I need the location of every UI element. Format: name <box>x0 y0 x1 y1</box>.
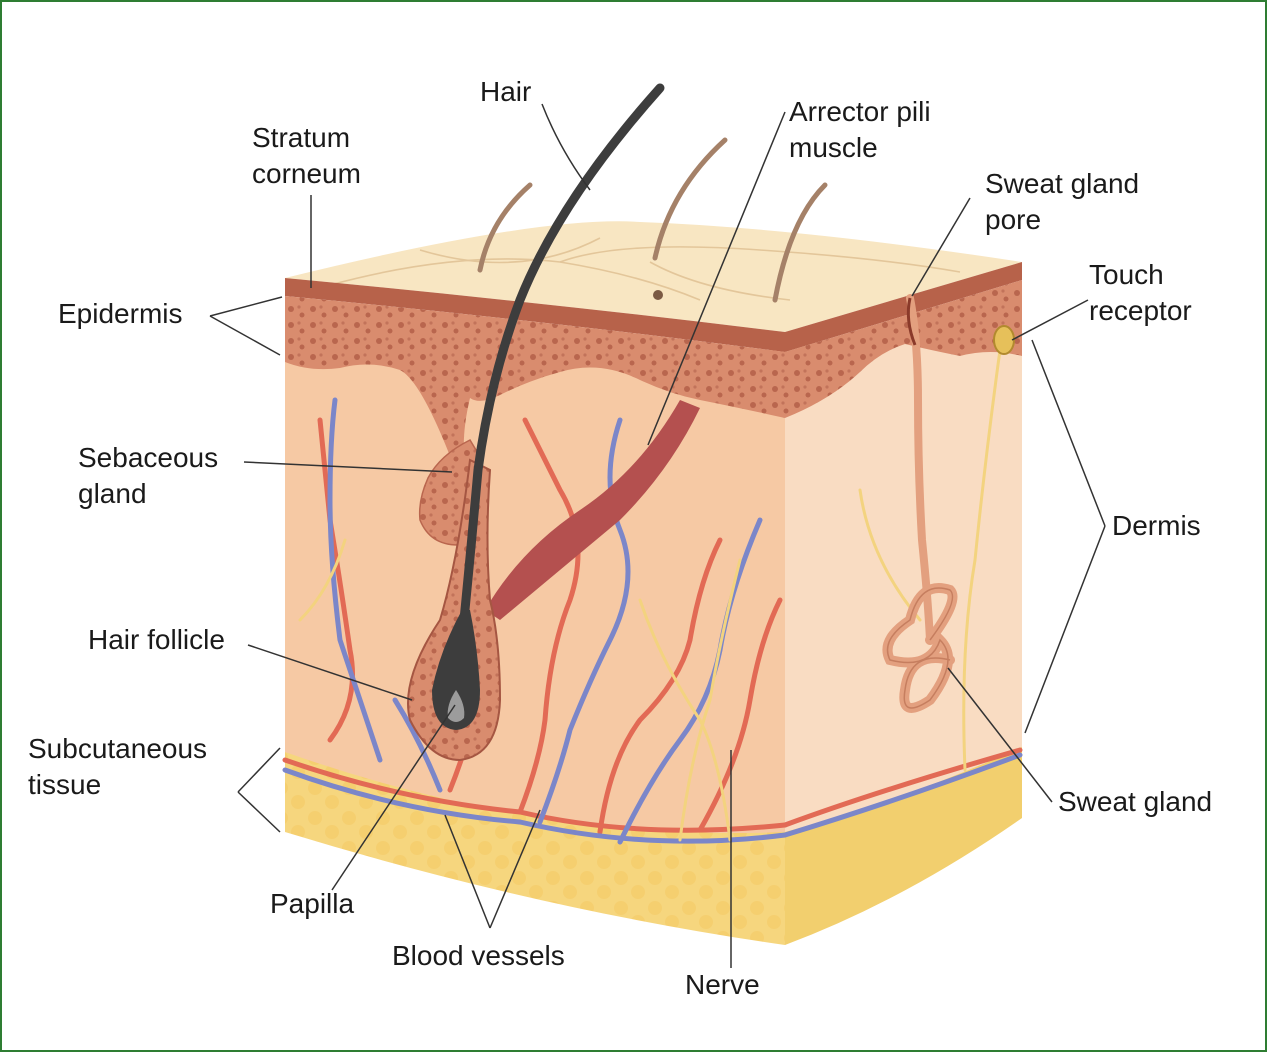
leader-sebaceous <box>243 461 453 473</box>
leader-lines <box>209 103 1106 968</box>
leader-blood-1 <box>444 814 491 929</box>
skin-surface-top <box>285 221 1022 332</box>
label-sebaceous-line1: Sebaceous <box>78 442 219 473</box>
leader-hair-follicle <box>247 644 413 701</box>
epidermis-side <box>785 280 1022 418</box>
label-epidermis-text: Epidermis <box>58 298 183 329</box>
label-arrector-line2: muscle <box>789 132 878 163</box>
label-dermis: Dermis <box>1112 508 1201 544</box>
leader-pore <box>911 197 971 297</box>
label-stratum-corneum: Stratum corneum <box>252 120 361 192</box>
hair-shaft <box>457 83 665 645</box>
label-blood-vessels-text: Blood vessels <box>392 940 565 971</box>
label-nerve-text: Nerve <box>685 969 760 1000</box>
label-arrector-pili-muscle: Arrector pili muscle <box>789 94 931 166</box>
leader-epidermis-2 <box>209 315 281 356</box>
papilla-shape <box>447 690 465 722</box>
label-sweat-gland-text: Sweat gland <box>1058 786 1213 817</box>
sweat-duct-pore <box>906 297 917 346</box>
label-sweat-gland: Sweat gland <box>1058 784 1212 820</box>
surface-hairs <box>477 137 828 303</box>
leader-blood-2 <box>489 809 541 929</box>
label-subcut-line2: tissue <box>28 769 102 800</box>
touch-receptor <box>993 325 1015 355</box>
label-touch-receptor: Touch receptor <box>1089 257 1192 329</box>
leader-subcut-1 <box>237 747 281 793</box>
label-epidermis: Epidermis <box>58 296 182 332</box>
label-hair-follicle-text: Hair follicle <box>88 624 225 655</box>
leader-hair <box>541 103 591 191</box>
label-sweat-gland-pore: Sweat gland pore <box>985 166 1139 238</box>
leader-dermis-2 <box>1024 525 1106 734</box>
label-sebaceous-gland: Sebaceous gland <box>78 440 218 512</box>
label-stratum-line1: Stratum <box>252 122 351 153</box>
leader-sweat-gland <box>947 667 1053 803</box>
hair-bulb <box>432 610 480 730</box>
subcutaneous-front <box>285 750 785 945</box>
label-nerve: Nerve <box>685 967 760 1003</box>
label-stratum-line2: corneum <box>252 158 361 189</box>
hair-pore <box>653 290 663 300</box>
leader-arrector <box>647 111 786 446</box>
arrector-pili-muscle <box>485 400 700 620</box>
epidermis-front <box>285 296 785 470</box>
label-papilla: Papilla <box>270 886 354 922</box>
leader-epidermis-1 <box>209 296 283 317</box>
label-touch-line1: Touch <box>1089 259 1164 290</box>
label-sebaceous-line2: gland <box>78 478 147 509</box>
stratum-corneum-band <box>285 262 1022 352</box>
label-subcut-line1: Subcutaneous <box>28 733 208 764</box>
sweat-gland-coil-outline <box>886 587 954 709</box>
label-touch-line2: receptor <box>1089 295 1192 326</box>
label-papilla-text: Papilla <box>270 888 355 919</box>
leader-dermis-1 <box>1031 339 1106 527</box>
label-hair: Hair <box>480 74 531 110</box>
leader-touch <box>1011 299 1089 341</box>
label-pore-line2: pore <box>985 204 1042 235</box>
label-arrector-line1: Arrector pili <box>789 96 931 127</box>
surface-creases <box>329 237 961 301</box>
leader-papilla <box>331 704 456 891</box>
label-blood-vessels: Blood vessels <box>392 938 565 974</box>
label-subcutaneous-tissue: Subcutaneous tissue <box>28 731 207 803</box>
subcutaneous-side <box>785 745 1022 945</box>
label-dermis-text: Dermis <box>1112 510 1201 541</box>
leader-subcut-2 <box>237 791 281 833</box>
label-hair-follicle: Hair follicle <box>88 622 225 658</box>
label-hair-text: Hair <box>480 76 532 107</box>
nerves <box>298 348 1002 842</box>
label-pore-line1: Sweat gland <box>985 168 1140 199</box>
